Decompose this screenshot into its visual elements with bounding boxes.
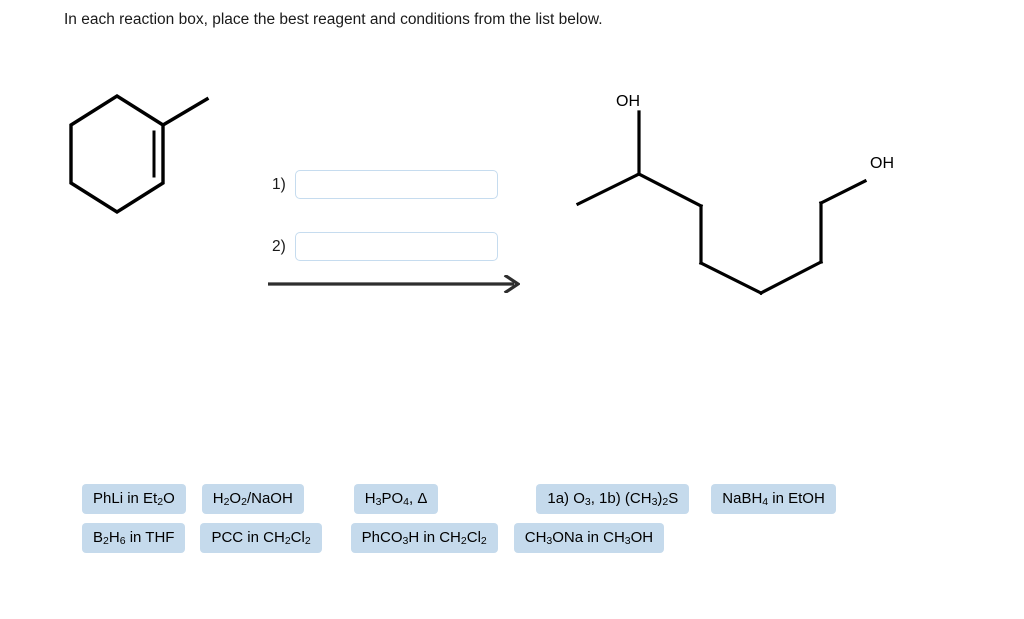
condition-2-input[interactable] — [295, 232, 498, 261]
product-hydroxyl-label-right: OH — [870, 155, 894, 172]
reagent-bank-row-1: PhLi in Et2O H2O2/NaOH H3PO4, Δ 1a) O3, … — [82, 484, 942, 514]
bond-c1-c2 — [575, 171, 642, 207]
reagent-bank-row-2: B2H6 in THF PCC in CH2Cl2 PhCO3H in CH2C… — [82, 523, 942, 553]
product-structure: OH OH — [555, 80, 925, 310]
reaction-arrow-icon — [268, 273, 521, 295]
cyclohexene-ring — [69, 93, 165, 215]
condition-2-number: 2) — [272, 237, 286, 255]
reactant-svg — [69, 93, 210, 215]
product-hydroxyl-label-left: OH — [616, 93, 640, 110]
reagent-bank: PhLi in Et2O H2O2/NaOH H3PO4, Δ 1a) O3, … — [82, 484, 942, 562]
reagent-pcc-ch2cl2[interactable]: PCC in CH2Cl2 — [200, 523, 322, 553]
reagent-h3po4-delta[interactable]: H3PO4, Δ — [353, 484, 439, 514]
reaction-arrow — [268, 273, 521, 295]
reagent-nabh4-etoh[interactable]: NaBH4 in EtOH — [711, 484, 836, 514]
page-title: In each reaction box, place the best rea… — [64, 11, 603, 28]
bond-c5-c6 — [758, 259, 824, 296]
bond-c7-oh — [818, 178, 868, 206]
methyl-bond — [160, 96, 210, 128]
reaction-scheme: OH OH 1) 2) — [0, 70, 1024, 310]
reagent-ozonolysis[interactable]: 1a) O3, 1b) (CH3)2S — [536, 484, 690, 514]
product-svg: OH OH — [575, 93, 894, 296]
reagent-h2o2-naoh[interactable]: H2O2/NaOH — [201, 484, 304, 514]
reagent-phli-et2o[interactable]: PhLi in Et2O — [82, 484, 186, 514]
bond-c2-c3 — [636, 171, 704, 209]
reactant-structure — [55, 80, 255, 230]
reagent-b2h6-thf[interactable]: B2H6 in THF — [82, 523, 186, 553]
bond-c4-c5 — [698, 260, 764, 296]
condition-row-2: 2) — [268, 232, 498, 261]
condition-1-number: 1) — [272, 175, 286, 193]
condition-row-1: 1) — [268, 170, 498, 199]
reagent-phco3h-ch2cl2[interactable]: PhCO3H in CH2Cl2 — [350, 523, 498, 553]
reagent-ch3ona-ch3oh[interactable]: CH3ONa in CH3OH — [513, 523, 665, 553]
reaction-conditions: 1) 2) — [268, 170, 523, 275]
condition-1-input[interactable] — [295, 170, 498, 199]
